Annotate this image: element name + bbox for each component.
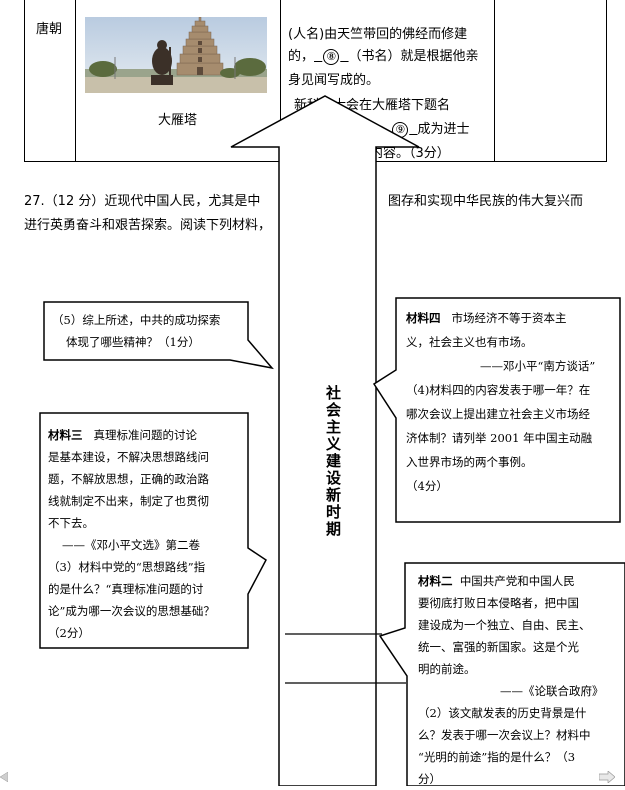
material2-l4: 统一、富强的新国家。这是个光 xyxy=(418,640,579,654)
arrow-label: 社会主义建设新时期 xyxy=(324,385,342,538)
blank-8-number: ⑧ xyxy=(323,48,340,65)
material4-title: 材料四 xyxy=(406,311,441,325)
q27-line2: 进行英勇奋斗和艰苦探索。阅读下列材料， xyxy=(24,218,272,233)
material2-source: ——《论联合政府》 xyxy=(500,684,604,698)
q27-line1-b: 图存和实现中华民族的伟大复兴而 xyxy=(388,194,584,209)
cell-text-line4: 新科进士会在大雁塔下题名 xyxy=(294,98,451,113)
material3-q1: （3）材料中党的“思想路线”指 xyxy=(48,560,206,574)
cell-text-line5: ⑨ 成为进士 xyxy=(288,120,470,140)
cell-text-line2-b: （书名）就是根据他亲 xyxy=(348,49,479,64)
callout-5: （5）综上所述，中共的成功探索 体现了哪些精神？（1分） xyxy=(52,309,247,353)
material2-title: 材料二 xyxy=(418,574,453,588)
material3-score: （2分） xyxy=(48,626,90,640)
material4-q1: （4)材料四的内容发表于哪一年？在 xyxy=(406,383,591,397)
callout-5-line2: 体现了哪些精神？（1分） xyxy=(66,335,200,349)
callout-4-line1: 材料四 市场经济不等于资本主 xyxy=(406,306,618,330)
callout-3: 材料三 真理标准问题的讨论 是基本建设，不解决思想路线问 题，不解放思想，正确的… xyxy=(48,424,246,644)
material4-score: （4分） xyxy=(406,479,448,493)
material2-l3: 建设成为一个独立、自由、民主、 xyxy=(418,618,591,632)
material3-l3: 题，不解放思想，正确的政治路 xyxy=(48,472,209,486)
callout-2-line1: 材料二 中国共产党和中国人民 xyxy=(418,570,622,592)
material4-q2: 哪次会议上提出建立社会主义市场经 xyxy=(406,407,590,421)
material2-q1: （2）该文献发表的历史背景是什 xyxy=(418,706,587,720)
material2-q2: 么？发表于哪一次会议上？材料中 xyxy=(418,728,591,742)
photo-caption: 大雁塔 xyxy=(158,113,198,128)
material3-l5: 不下去。 xyxy=(48,516,94,530)
cell-text-line2: 的， ⑧ （书名）就是根据他亲 xyxy=(288,47,479,67)
material3-q3: 论”成为哪一次会议的思想基础？ xyxy=(48,604,215,618)
callout-3-line1: 材料三 真理标准问题的讨论 xyxy=(48,424,246,446)
material4-quote1: 市场经济不等于资本主 xyxy=(451,311,567,325)
material2-q4: 分） xyxy=(418,772,441,786)
pagoda-photo xyxy=(85,17,267,93)
material4-source: ——邓小平“南方谈话” xyxy=(480,359,596,373)
material2-q3: “光明的前途”指的是什么？（3 xyxy=(418,750,576,764)
cell-text-line1: (人名)由天竺带回的佛经而修建 xyxy=(288,27,468,42)
material2-l1: 中国共产党和中国人民 xyxy=(459,574,575,588)
material4-q3: 济体制？请列举 2001 年中国主动融 xyxy=(406,431,593,445)
material3-source: ——《邓小平文选》第二卷 xyxy=(62,538,200,552)
material4-quote2: 义，社会主义也有市场。 xyxy=(406,335,533,349)
scroll-left-icon[interactable] xyxy=(0,772,8,782)
scroll-right-icon[interactable] xyxy=(599,771,615,783)
cell-text-line5-b: 成为进士 xyxy=(417,122,470,137)
blank-9-number: ⑨ xyxy=(392,121,409,138)
blank-9: ⑨ xyxy=(383,121,418,138)
material3-q2: 的是什么？“真理标准问题的讨 xyxy=(48,582,204,596)
material2-l2: 要彻底打败日本侵略者，把中国 xyxy=(418,596,579,610)
callout-5-line1: （5）综上所述，中共的成功探索 xyxy=(52,313,221,327)
material3-l2: 是基本建设，不解决思想路线问 xyxy=(48,450,209,464)
callout-2: 材料二 中国共产党和中国人民 要彻底打败日本侵略者，把中国 建设成为一个独立、自… xyxy=(418,570,622,790)
material4-q4: 入世界市场的两个事例。 xyxy=(406,455,533,469)
cell-text-line2-a: 的， xyxy=(288,49,315,64)
material2-l5: 明的前途。 xyxy=(418,662,476,676)
blank-8: ⑧ xyxy=(314,48,349,65)
dynasty-cell: 唐朝 xyxy=(36,22,63,37)
callout-4: 材料四 市场经济不等于资本主 义，社会主义也有市场。 ——邓小平“南方谈话” （… xyxy=(406,306,618,498)
material3-l4: 线就制定不出来，制定了也贯彻 xyxy=(48,494,209,508)
material3-title: 材料三 xyxy=(48,428,83,442)
q27-line1-a: 27.（12 分）近现代中国人民，尤其是中 xyxy=(24,194,261,209)
cell-text-line3: 身见闻写成的。 xyxy=(288,73,380,88)
cell-text-line6: 内容。（3分） xyxy=(370,146,450,161)
material3-l1: 真理标准问题的讨论 xyxy=(93,428,197,442)
